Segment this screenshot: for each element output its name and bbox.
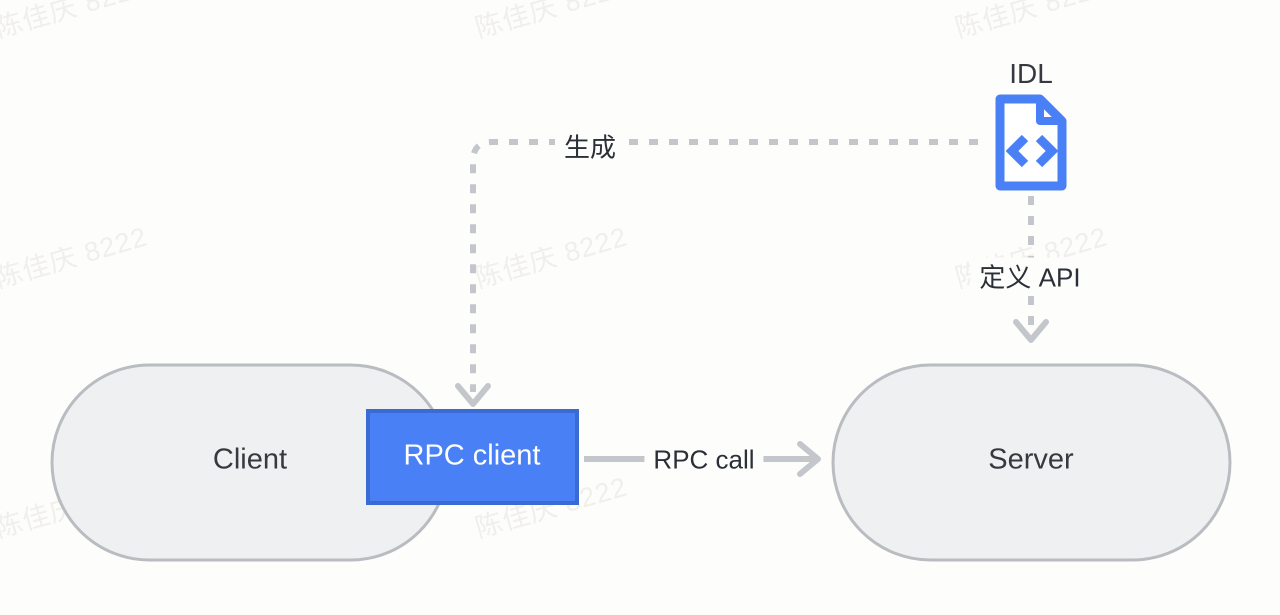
node-idl-label: IDL xyxy=(1009,58,1053,89)
node-server-label: Server xyxy=(988,443,1074,476)
edge-idl-to-server-arrowhead xyxy=(1013,319,1049,343)
edge-idl-to-rpc-client-line xyxy=(470,139,978,392)
edge-rpc-call-arrowhead xyxy=(797,441,821,477)
edge-label-rpc-call: RPC call xyxy=(644,444,764,476)
code-file-icon[interactable] xyxy=(995,94,1067,191)
node-rpc-client-shape[interactable] xyxy=(366,409,579,505)
node-client-label: Client xyxy=(212,443,288,476)
edge-label-define-api: 定义 API xyxy=(970,257,1090,295)
edge-idl-to-rpc-client-arrowhead xyxy=(455,383,491,407)
node-server-shape[interactable] xyxy=(831,363,1232,562)
node-rpc-client-label: RPC client xyxy=(403,439,541,472)
edge-label-generate: 生成 xyxy=(554,127,626,165)
